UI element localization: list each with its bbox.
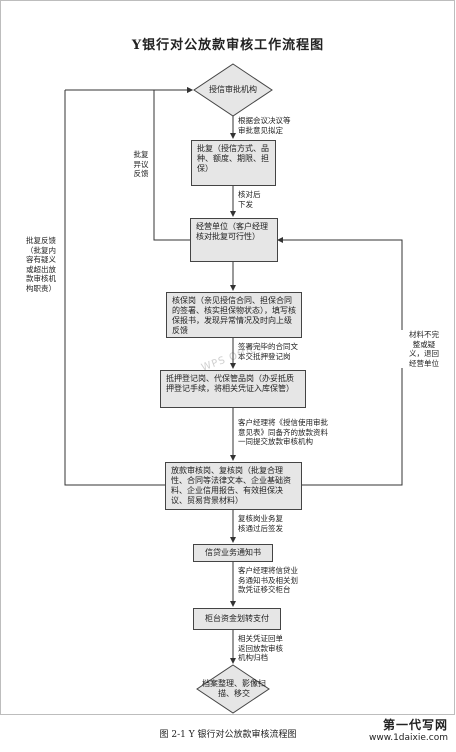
watermark-line1: 第一代写网 <box>382 718 448 732</box>
verification-post-node: 核保岗（亲见授信合同、担保合同的签署、核实担保物状态），填写核保报书，发现异常情… <box>166 292 302 338</box>
credit-notice-node: 信贷业务通知书 <box>193 544 273 562</box>
label-issue-after-review: 复核岗业务复 核通过后签发 <box>238 514 283 533</box>
label-draft-by-resolution: 根据会议决议等 审批意见拟定 <box>238 116 291 135</box>
archive-node: 档案整理、影像扫描、移交 <box>202 679 266 698</box>
loan-review-post-node: 放款审核岗、复核岗（批复合理性、合同等法律文本、企业基础资料、企业信用报告、有效… <box>165 462 302 510</box>
approval-node: 批复（授信方式、品种、额度、期限、担保） <box>191 140 276 186</box>
label-incomplete-return: 材料不完 整或疑 义，退回 经营单位 <box>400 330 448 368</box>
diagram-frame <box>0 0 455 715</box>
figure-caption: 图 2-1 Y 银行对公放款审核流程图 <box>159 730 297 740</box>
site-watermark: 第一代写网 www.1daixie.com <box>369 716 448 743</box>
label-transfer-to-counter: 客户经理将信贷业 务通知书及相关划 款凭证移交柜台 <box>238 566 298 594</box>
label-approval-objection-feedback: 批复 异议 反馈 <box>133 150 149 178</box>
label-submit-loan-materials: 客户经理将《授信使用审批 意见表》同备齐的放款资料 一同提交放款审核机构 <box>238 418 328 446</box>
label-issue-after-check: 核对后 下发 <box>238 190 261 209</box>
label-approval-feedback-doubt: 批复反馈 （批复内 容有疑义 或超出放 款审核机 构职责） <box>26 236 56 293</box>
account-transfer-node: 柜台资金划转支付 <box>193 608 281 630</box>
diagram-title: Y银行对公放款审核工作流程图 <box>131 38 325 53</box>
collateral-post-node: 抵押登记岗、代保管品岗（办妥抵质押登记手续，将相关凭证入库保管） <box>160 370 306 408</box>
business-unit-node: 经营单位（客户经理核对批复可行性） <box>190 218 278 262</box>
label-contract-to-collateral: 签署完毕的合同文 本交抵押登记岗 <box>238 342 298 361</box>
label-receipt-archive: 相关凭证回单 返回放款审核 机构归档 <box>238 634 283 662</box>
archive-diamond <box>196 664 270 714</box>
credit-approval-org-node: 授信审批机构 <box>209 85 257 94</box>
watermark-line2: www.1daixie.com <box>368 733 448 743</box>
